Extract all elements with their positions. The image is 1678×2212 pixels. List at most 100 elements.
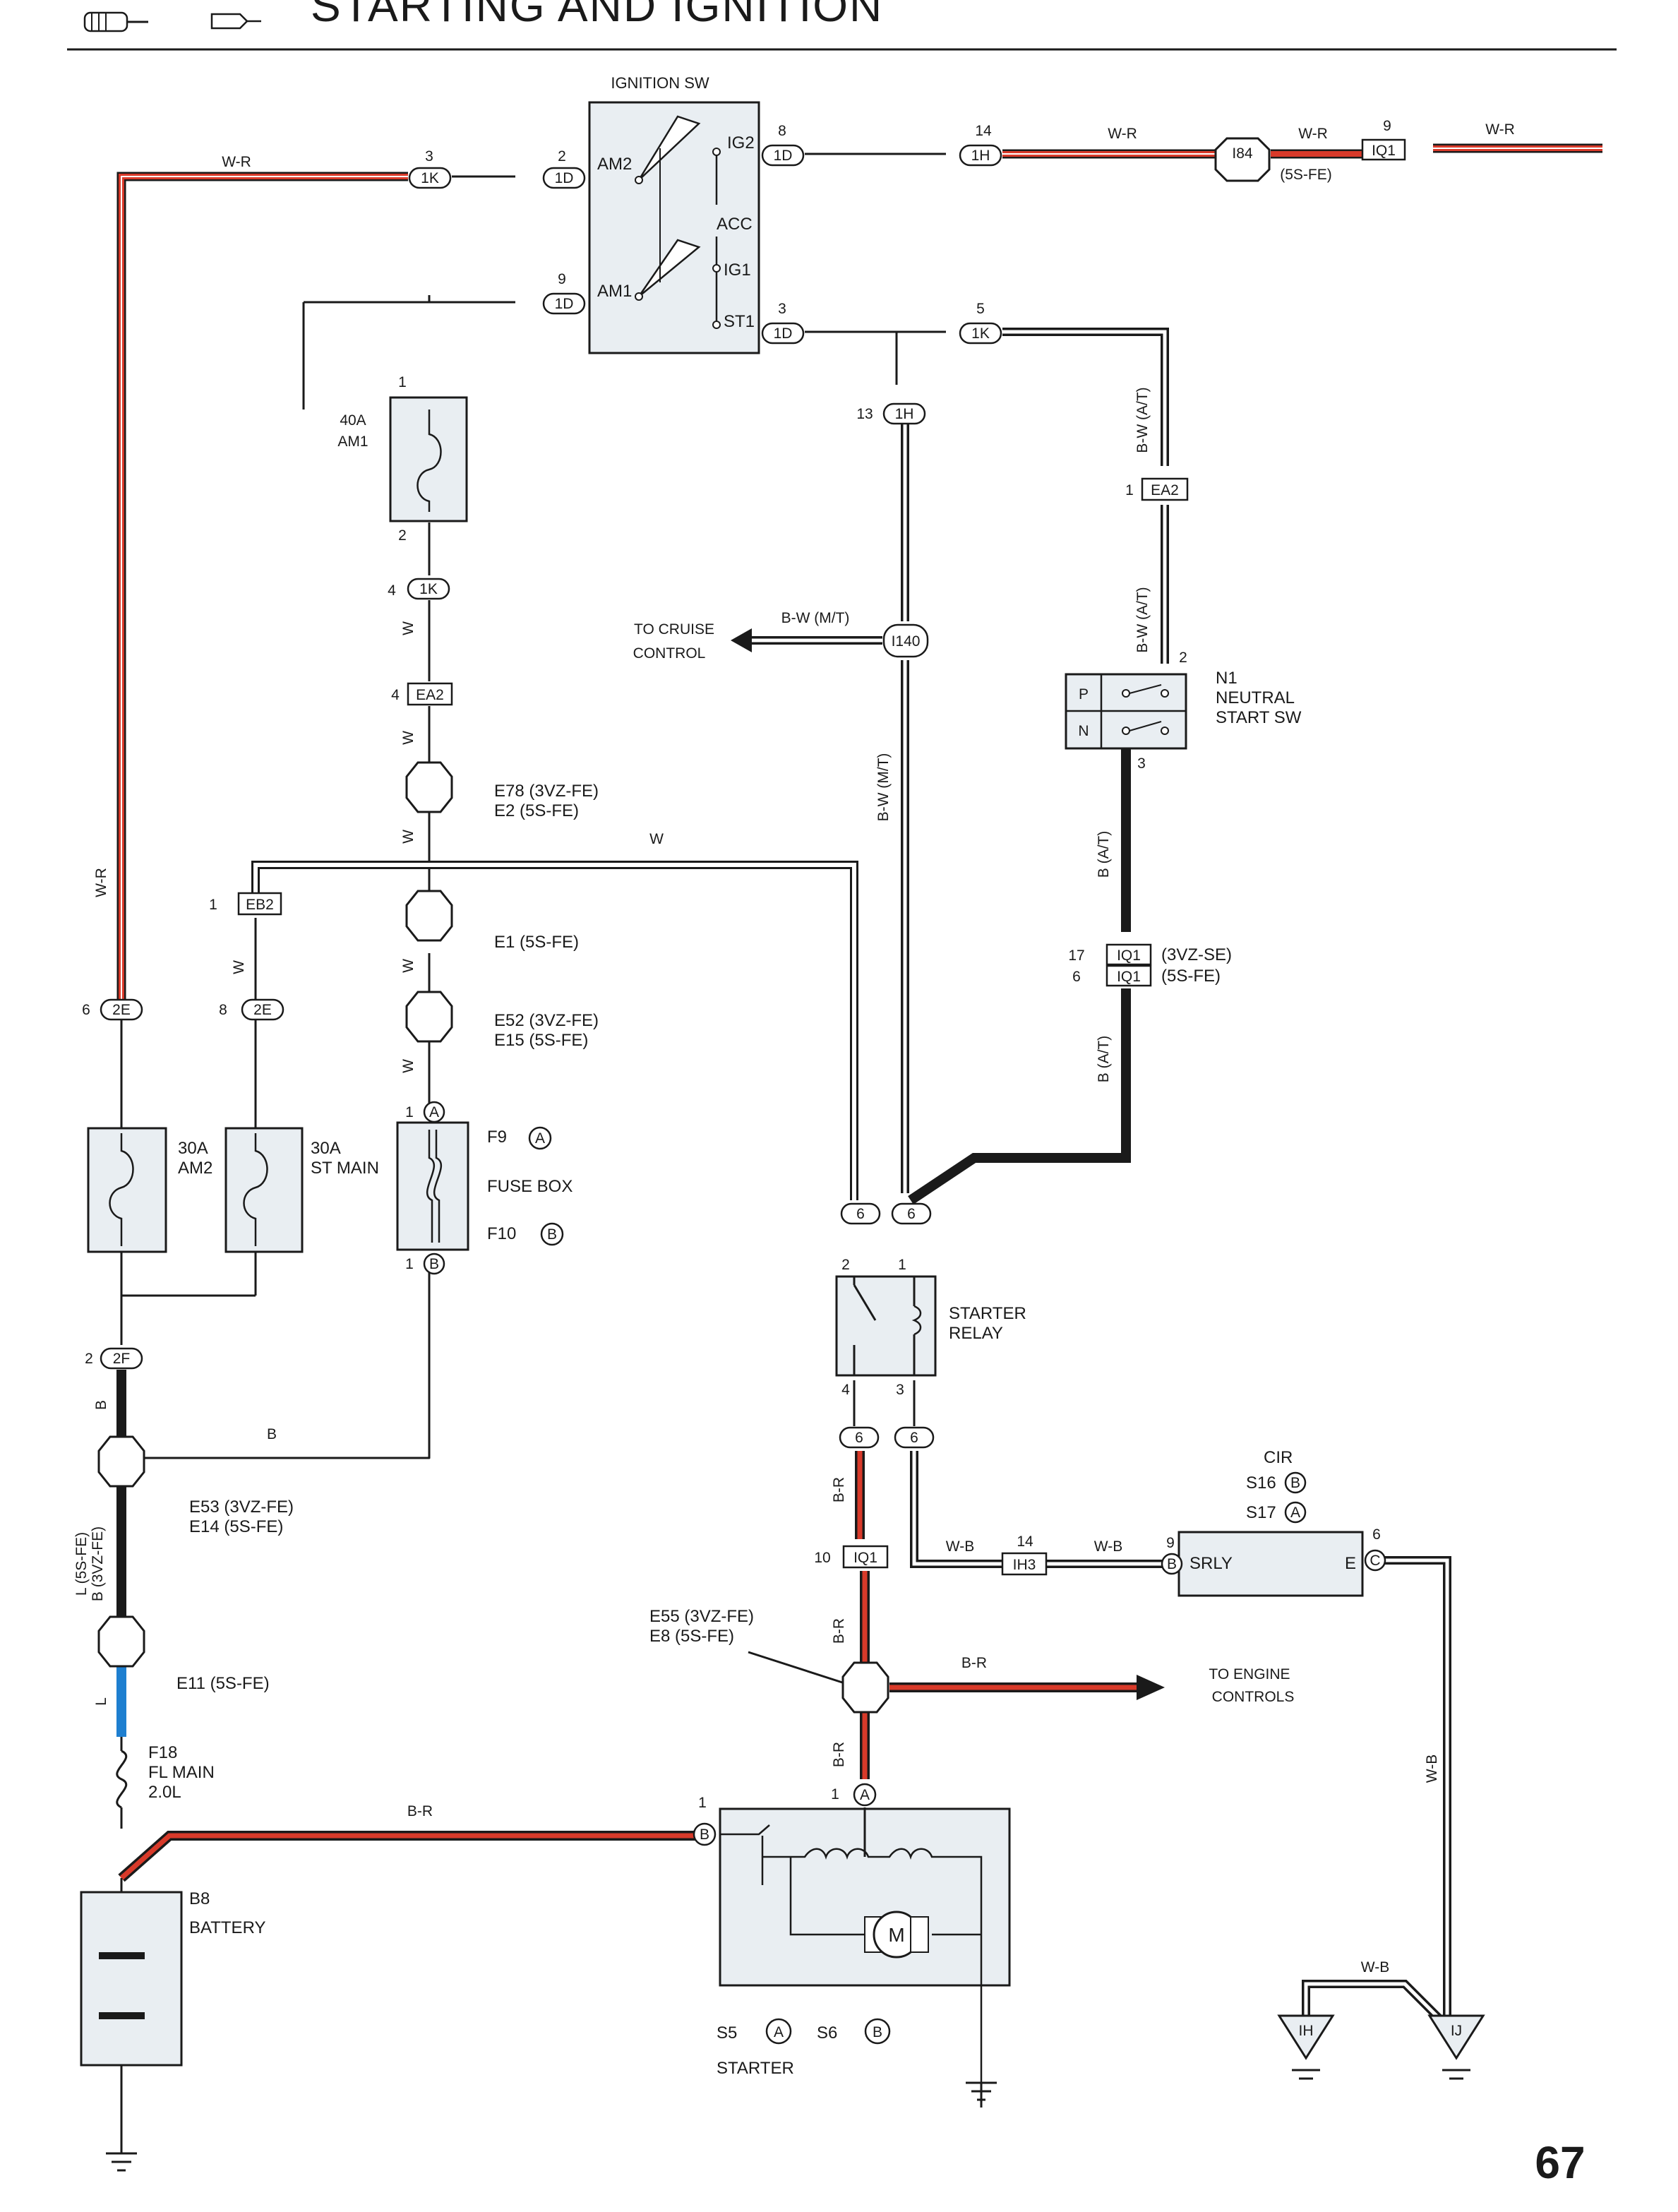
- terminal-am1: AM1: [597, 282, 632, 301]
- svg-text:(5S-FE): (5S-FE): [1280, 167, 1332, 183]
- svg-text:NEUTRAL: NEUTRAL: [1216, 688, 1295, 707]
- svg-text:W-B: W-B: [946, 1538, 974, 1555]
- svg-text:E14 (5S-FE): E14 (5S-FE): [189, 1517, 283, 1536]
- svg-text:B: B: [93, 1400, 109, 1410]
- svg-text:B-R: B-R: [831, 1742, 847, 1767]
- svg-text:2F: 2F: [113, 1351, 131, 1367]
- svg-text:B: B: [873, 2024, 882, 2040]
- svg-text:W: W: [400, 830, 416, 844]
- ignition-switch-label: IGNITION SW: [611, 74, 709, 92]
- svg-text:IJ: IJ: [1451, 2023, 1462, 2039]
- connector-6-relay-right-top: 6: [891, 1202, 932, 1225]
- svg-text:1D: 1D: [555, 296, 574, 312]
- svg-text:1D: 1D: [555, 170, 574, 186]
- fuse-am1: 1 40A AM1 2: [337, 374, 468, 544]
- fuse-am2: 30A AM2: [87, 1127, 212, 1253]
- svg-text:2: 2: [85, 1351, 93, 1367]
- svg-text:F18: F18: [148, 1743, 177, 1762]
- svg-text:1: 1: [209, 897, 217, 913]
- svg-text:B: B: [700, 1827, 709, 1843]
- svg-text:4: 4: [391, 687, 400, 703]
- svg-text:14: 14: [975, 123, 992, 139]
- svg-text:1K: 1K: [419, 581, 438, 597]
- svg-text:1: 1: [398, 374, 407, 390]
- svg-text:1H: 1H: [895, 406, 914, 422]
- connector-6-relay-right-bottom: 6: [894, 1426, 935, 1449]
- svg-text:1: 1: [405, 1104, 414, 1120]
- svg-text:4: 4: [841, 1382, 850, 1398]
- terminal-ig2: IG2: [727, 133, 755, 153]
- svg-text:L (5S-FE): L (5S-FE): [73, 1532, 90, 1596]
- wires: [116, 143, 1602, 2153]
- svg-text:EB2: EB2: [246, 897, 274, 913]
- svg-text:W-R: W-R: [222, 154, 251, 170]
- svg-text:W-R: W-R: [1108, 126, 1137, 142]
- svg-text:3: 3: [778, 301, 786, 317]
- svg-text:B (A/T): B (A/T): [1096, 831, 1112, 878]
- svg-text:IH: IH: [1299, 2023, 1314, 2039]
- svg-text:M: M: [888, 1924, 904, 1946]
- svg-text:E78 (3VZ-FE): E78 (3VZ-FE): [494, 782, 599, 801]
- svg-text:6: 6: [856, 1206, 865, 1222]
- svg-text:B: B: [429, 1256, 439, 1272]
- svg-text:E53 (3VZ-FE): E53 (3VZ-FE): [189, 1497, 294, 1517]
- svg-text:9: 9: [1166, 1535, 1175, 1551]
- connector-6-relay-left-top: 6: [840, 1202, 881, 1225]
- svg-text:W: W: [400, 959, 416, 973]
- to-cruise-label: TO CRUISE: [634, 621, 714, 638]
- svg-text:E15 (5S-FE): E15 (5S-FE): [494, 1031, 588, 1050]
- svg-text:1H: 1H: [971, 148, 990, 164]
- connector-2f: 2F 2: [85, 1347, 143, 1370]
- svg-text:E11 (5S-FE): E11 (5S-FE): [176, 1674, 270, 1693]
- svg-text:E2 (5S-FE): E2 (5S-FE): [494, 801, 579, 820]
- svg-text:EA2: EA2: [416, 687, 444, 703]
- svg-text:1: 1: [898, 1257, 906, 1273]
- splice-e53-e14: E53 (3VZ-FE) E14 (5S-FE): [97, 1435, 294, 1536]
- svg-text:W: W: [231, 960, 247, 974]
- connector-1d-st1: 1D 3: [761, 301, 805, 345]
- svg-text:30A: 30A: [178, 1139, 208, 1158]
- svg-text:P: P: [1079, 686, 1089, 703]
- svg-text:W-R: W-R: [1485, 121, 1515, 138]
- svg-text:1: 1: [405, 1256, 414, 1272]
- svg-text:FL MAIN: FL MAIN: [148, 1763, 215, 1782]
- svg-text:IQ1: IQ1: [1117, 969, 1141, 985]
- svg-text:F9: F9: [487, 1128, 507, 1147]
- svg-text:B: B: [1167, 1556, 1177, 1572]
- svg-text:B (A/T): B (A/T): [1096, 1036, 1112, 1083]
- svg-text:6: 6: [1372, 1526, 1381, 1543]
- svg-text:W-B: W-B: [1424, 1754, 1440, 1783]
- svg-text:1D: 1D: [774, 325, 793, 342]
- svg-text:1: 1: [1125, 482, 1134, 498]
- svg-text:9: 9: [558, 271, 566, 287]
- svg-text:B-W (A/T): B-W (A/T): [1134, 387, 1151, 453]
- ground-starter-icon: [966, 2081, 997, 2101]
- connector-6-relay-left-bottom: 6: [839, 1426, 880, 1449]
- svg-text:L: L: [93, 1697, 109, 1706]
- svg-text:IQ1: IQ1: [853, 1550, 877, 1566]
- svg-text:A: A: [1290, 1505, 1300, 1521]
- to-engine-label: TO ENGINE: [1209, 1666, 1290, 1682]
- svg-text:1D: 1D: [774, 148, 793, 164]
- svg-text:2: 2: [841, 1257, 850, 1273]
- connector-i84: I84 (5S-FE): [1214, 137, 1332, 183]
- svg-text:3: 3: [896, 1382, 904, 1398]
- svg-text:N1: N1: [1216, 669, 1237, 688]
- svg-text:BATTERY: BATTERY: [189, 1918, 265, 1937]
- svg-text:ST MAIN: ST MAIN: [311, 1159, 379, 1178]
- svg-text:CONTROL: CONTROL: [633, 645, 706, 662]
- connector-eb2: EB2 1: [209, 892, 282, 916]
- svg-text:I84: I84: [1232, 145, 1253, 162]
- svg-text:B-R: B-R: [407, 1803, 433, 1819]
- connector-iq1-mid: IQ1 IQ1 17 6 (3VZ-SE) (5S-FE): [1068, 943, 1232, 987]
- svg-text:EA2: EA2: [1151, 482, 1179, 498]
- svg-text:CONTROLS: CONTROLS: [1212, 1689, 1295, 1705]
- svg-text:E1 (5S-FE): E1 (5S-FE): [494, 933, 579, 952]
- svg-text:E55 (3VZ-FE): E55 (3VZ-FE): [649, 1607, 754, 1626]
- svg-text:S5: S5: [717, 2023, 737, 2043]
- svg-text:B8: B8: [189, 1889, 210, 1908]
- page-header: STARTING AND IGNITION: [67, 0, 1617, 51]
- svg-text:F10: F10: [487, 1224, 516, 1243]
- svg-text:2.0L: 2.0L: [148, 1783, 181, 1802]
- connector-2e-right: 2E 8: [219, 998, 284, 1021]
